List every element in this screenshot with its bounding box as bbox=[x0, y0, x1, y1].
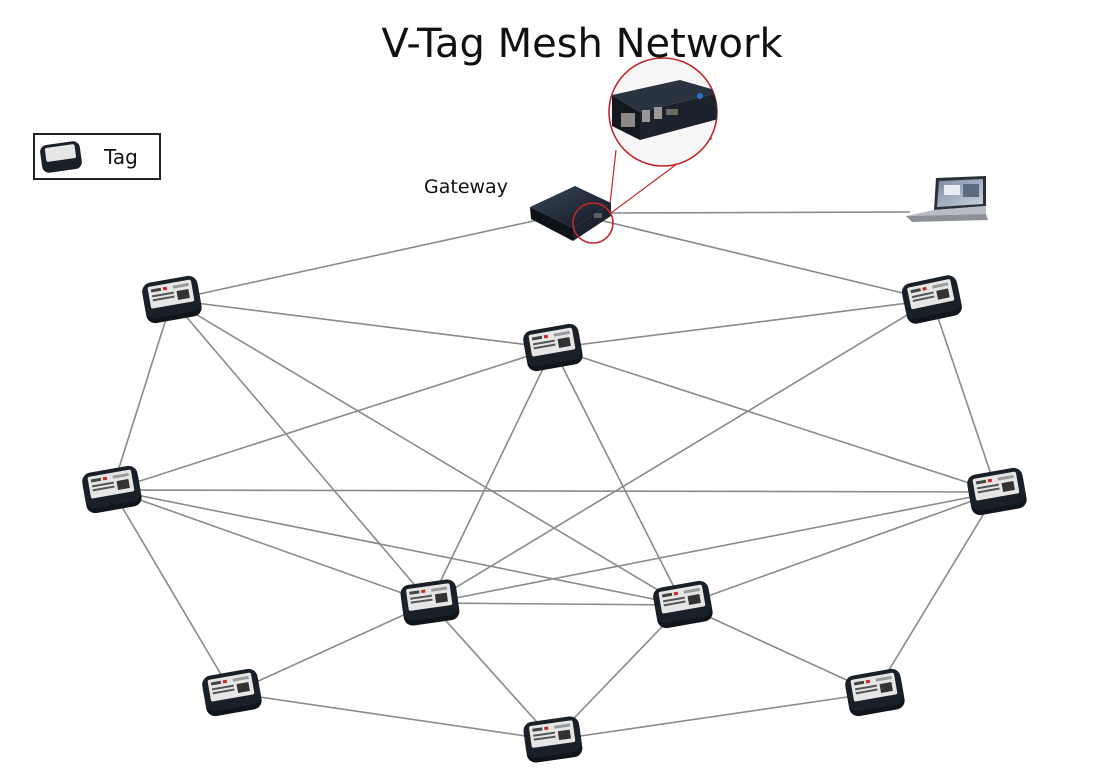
mesh-link bbox=[552, 347, 684, 606]
mesh-link bbox=[111, 489, 233, 694]
tag-icon bbox=[523, 323, 583, 372]
mesh-link bbox=[111, 489, 684, 606]
laptop-icon bbox=[906, 176, 988, 222]
mesh-link bbox=[682, 491, 998, 606]
tag-icon bbox=[967, 467, 1027, 516]
mesh-link bbox=[552, 692, 876, 741]
mesh-links bbox=[111, 212, 998, 741]
mesh-link bbox=[429, 491, 998, 604]
mesh-link bbox=[171, 212, 571, 301]
tag-icon bbox=[653, 580, 713, 629]
mesh-link bbox=[931, 299, 998, 493]
mesh-link bbox=[552, 604, 684, 741]
gateway-port-zoom-icon bbox=[608, 57, 718, 167]
mesh-link bbox=[111, 299, 173, 491]
gateway-laptop-link bbox=[609, 211, 911, 214]
mesh-link bbox=[171, 299, 684, 606]
legend: Tag bbox=[33, 133, 161, 180]
mesh-link bbox=[111, 347, 554, 491]
mesh-link bbox=[231, 602, 431, 694]
mesh-link bbox=[171, 299, 554, 349]
tag-icon bbox=[845, 668, 905, 717]
gateway-box-icon bbox=[530, 186, 614, 244]
mesh-link bbox=[111, 489, 998, 493]
mesh-link bbox=[569, 212, 933, 301]
tag-icon bbox=[523, 716, 583, 763]
diagram-title: V-Tag Mesh Network bbox=[381, 21, 783, 67]
mesh-tags bbox=[82, 275, 1027, 763]
tag-icon bbox=[202, 668, 262, 717]
mesh-link bbox=[111, 489, 431, 604]
tag-icon bbox=[901, 275, 962, 324]
tag-icon bbox=[82, 465, 142, 514]
mesh-link bbox=[874, 491, 998, 694]
mesh-link bbox=[552, 347, 998, 493]
zoom-callout-line-left bbox=[608, 149, 617, 214]
mesh-link bbox=[429, 602, 554, 741]
mesh-link bbox=[231, 692, 554, 741]
mesh-link bbox=[429, 299, 933, 604]
mesh-link bbox=[171, 299, 431, 604]
legend-tag-icon bbox=[40, 141, 82, 173]
mesh-link bbox=[429, 602, 684, 606]
mesh-link bbox=[552, 299, 933, 349]
legend-label: Tag bbox=[103, 145, 138, 169]
gateway-label: Gateway bbox=[424, 176, 508, 198]
tag-icon bbox=[142, 275, 202, 324]
mesh-link bbox=[682, 604, 876, 694]
mesh-link bbox=[429, 347, 554, 604]
tag-icon bbox=[400, 579, 460, 626]
